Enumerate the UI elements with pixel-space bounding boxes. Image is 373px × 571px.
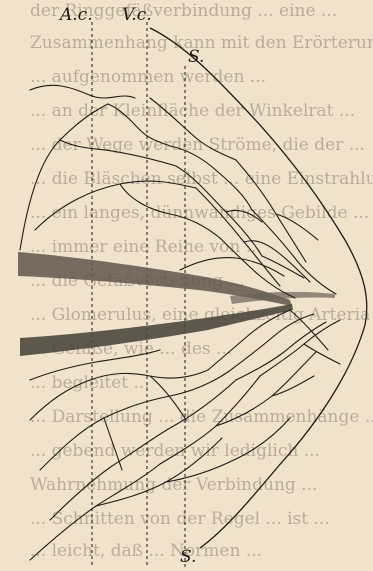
bleed-line: ... der Wege werden Ströme, die der ... [30,135,365,155]
bleed-line: ... immer eine Reihe von ... [30,237,262,257]
bleed-line: ... aufgenommen werden ... [30,67,266,87]
bleed-line: ... Schnitten von der Regel ... ist ... [30,509,330,529]
section-label-top: S. [188,47,204,67]
bleed-line: ... begleitet ... [30,373,150,393]
bleed-line: ... gebend werden wir lediglich ... [30,441,320,461]
artery-label: A.c. [58,5,93,25]
bleed-line: ... an der Kleinfläche der Winkelrat ... [30,101,355,121]
bleed-line: ... Darstellung ... die Zusammenhänge ..… [30,407,373,427]
bleed-line: ... ein langes, dünnwandiges Gebilde ... [30,203,369,223]
section-label-bottom: S. [180,547,196,567]
bleed-line: ... leicht, daß ... Normen ... [30,541,262,561]
vessel-branch [30,85,135,98]
vein-label: V.c. [122,5,152,25]
vessel-branch [304,344,340,364]
vessel-branch [260,320,340,376]
vessel-branch [272,376,314,396]
